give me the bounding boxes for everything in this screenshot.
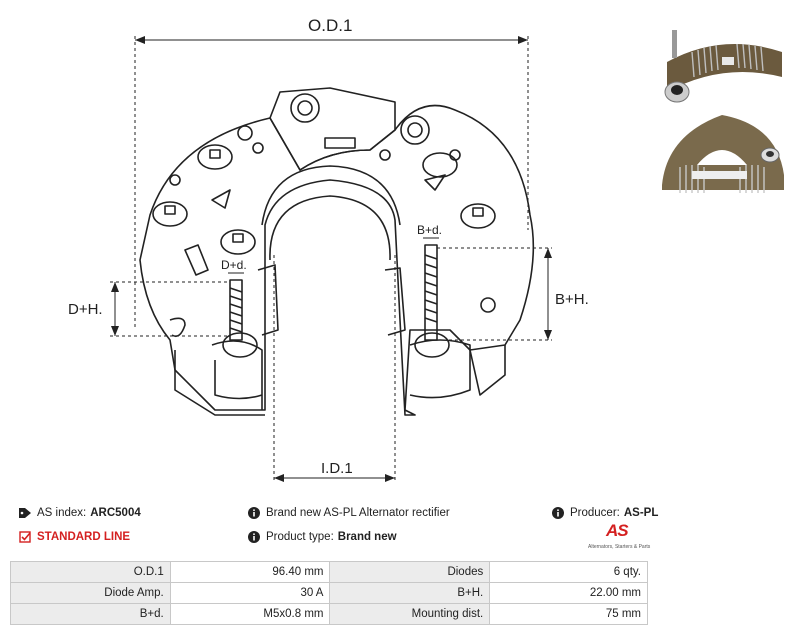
spec-label: Mounting dist. — [329, 603, 491, 625]
as-pl-logo: AS Alternators, Starters & Parts — [588, 521, 652, 553]
as-index-row: AS index: ARC5004 — [18, 505, 141, 521]
brand-text: Brand new AS-PL Alternator rectifier — [266, 507, 450, 519]
brand-row: Brand new AS-PL Alternator rectifier — [247, 505, 450, 521]
producer-label: Producer: — [570, 507, 620, 519]
tag-icon — [18, 506, 32, 520]
product-type-row: Product type: Brand new — [247, 529, 397, 545]
spec-table: O.D.1 96.40 mm Diodes 6 qty. Diode Amp. … — [10, 561, 648, 625]
spec-label: O.D.1 — [10, 561, 171, 583]
producer-value: AS-PL — [623, 507, 659, 519]
table-row: O.D.1 96.40 mm Diodes 6 qty. — [10, 561, 648, 583]
standard-line-row: STANDARD LINE — [18, 529, 130, 545]
table-row: Diode Amp. 30 A B+H. 22.00 mm — [10, 582, 648, 604]
product-photo-bottom — [662, 115, 784, 193]
logo-mark: AS — [606, 521, 629, 540]
standard-line-label: STANDARD LINE — [37, 531, 131, 543]
logo-tagline: Alternators, Starters & Parts — [588, 544, 651, 550]
spec-value: 75 mm — [489, 603, 648, 625]
spec-label: B+H. — [329, 582, 491, 604]
spec-label: B+d. — [10, 603, 171, 625]
spec-value: 6 qty. — [489, 561, 648, 583]
inner-arch — [269, 195, 391, 261]
id1-label: I.D.1 — [321, 460, 353, 477]
spec-value: 96.40 mm — [169, 561, 331, 583]
table-row: B+d. M5x0.8 mm Mounting dist. 75 mm — [10, 603, 648, 625]
product-photo-top — [664, 30, 782, 103]
product-type-label: Product type: — [266, 531, 334, 543]
product-type-value: Brand new — [337, 531, 397, 543]
info-icon — [551, 506, 565, 520]
bd-label: B+d. — [417, 223, 442, 237]
info-icon — [247, 530, 261, 544]
spec-value: M5x0.8 mm — [169, 603, 331, 625]
spec-label: Diodes — [329, 561, 491, 583]
od1-label: O.D.1 — [308, 16, 352, 35]
spec-value: 30 A — [169, 582, 331, 604]
dd-label: D+d. — [221, 258, 247, 272]
top-terminal-block — [269, 87, 396, 171]
technical-drawing: O.D.1 I.D.1 D+H. B+H. D+d. B+d. — [68, 16, 589, 482]
checkbox-icon — [18, 530, 32, 544]
spec-label: Diode Amp. — [10, 582, 171, 604]
spec-value: 22.00 mm — [489, 582, 648, 604]
producer-row: Producer: AS-PL — [551, 505, 658, 521]
bh-label: B+H. — [555, 291, 589, 308]
as-index-value: ARC5004 — [90, 507, 141, 519]
as-index-label: AS index: — [37, 507, 87, 519]
dh-label: D+H. — [68, 301, 103, 318]
info-icon — [247, 506, 261, 520]
